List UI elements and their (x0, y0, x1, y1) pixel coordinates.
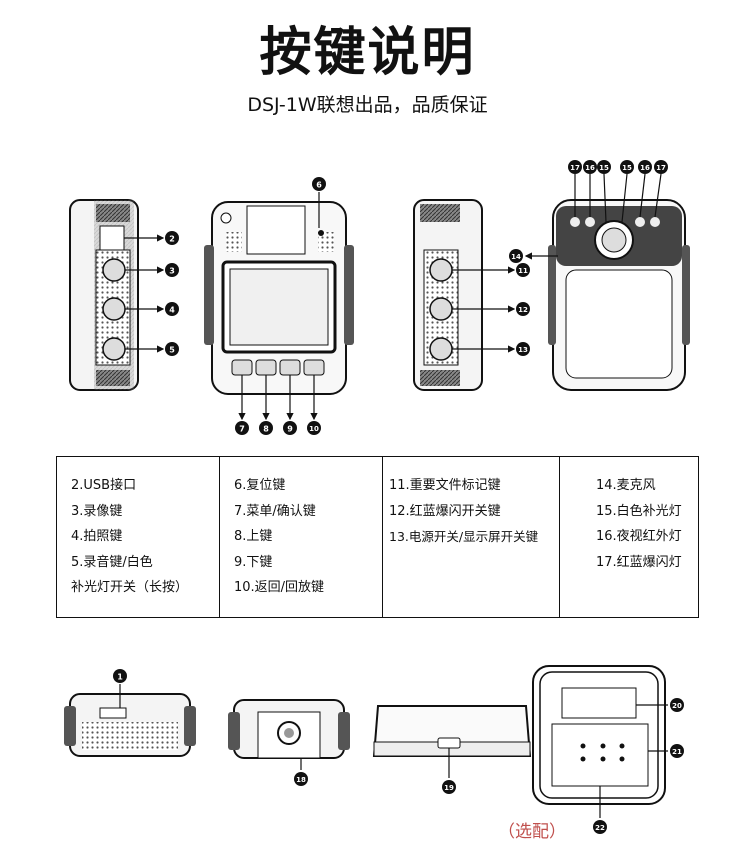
svg-text:3: 3 (169, 267, 175, 276)
svg-text:17: 17 (656, 164, 666, 172)
legend-item: 7.菜单/确认键 (234, 503, 316, 519)
callout-badge: 4 (165, 302, 179, 316)
legend-item: 16.夜视红外灯 (596, 529, 682, 544)
callout-badge: 6 (312, 177, 326, 191)
leader-lines-top (124, 173, 662, 421)
callout-badge: 1 (113, 669, 127, 683)
side-view-right (413, 199, 483, 391)
callout-badge: 16 (583, 160, 597, 174)
callout-badge: 15 (597, 160, 611, 174)
svg-text:8: 8 (263, 425, 269, 434)
legend-column-3: 11.重要文件标记键 12.红蓝爆闪开关键 13.电源开关/显示屏开关键 (382, 456, 560, 618)
callout-badge: 14 (509, 249, 523, 263)
callout-badges: 2 3 4 5 6 7 8 9 10 11 12 13 14 15 15 16 … (113, 160, 684, 834)
svg-text:4: 4 (169, 306, 175, 315)
svg-text:5: 5 (169, 346, 175, 355)
legend-item: 15.白色补光灯 (596, 503, 682, 519)
page-title: 按键说明 (259, 23, 476, 83)
svg-text:1: 1 (117, 673, 123, 682)
charging-dock-top (532, 665, 668, 818)
svg-text:22: 22 (595, 824, 605, 832)
legend-item: 5.录音键/白色 (71, 554, 153, 570)
front-view (204, 201, 354, 395)
callout-badge: 2 (165, 231, 179, 245)
charging-dock-front (372, 705, 532, 778)
svg-text:21: 21 (672, 748, 682, 756)
legend-column-4: 14.麦克风 15.白色补光灯 16.夜视红外灯 17.红蓝爆闪灯 (559, 456, 699, 618)
legend-item: 10.返回/回放键 (234, 580, 325, 595)
callout-badge: 19 (442, 780, 456, 794)
svg-text:11: 11 (518, 267, 528, 275)
callout-badge: 12 (516, 302, 530, 316)
legend-item: 17.红蓝爆闪灯 (596, 554, 682, 570)
optional-note: （选配） (498, 822, 566, 842)
legend-item: 14.麦克风 (596, 478, 656, 493)
callout-badge: 8 (259, 421, 273, 435)
top-view (228, 699, 350, 770)
callout-badge: 11 (516, 263, 530, 277)
callout-badge: 16 (638, 160, 652, 174)
callout-badge: 9 (283, 421, 297, 435)
callout-badge: 15 (620, 160, 634, 174)
svg-text:9: 9 (287, 425, 293, 434)
legend-item: 4.拍照键 (71, 529, 123, 544)
legend-item: 9.下键 (234, 554, 273, 570)
svg-text:14: 14 (511, 253, 521, 261)
callout-badge: 10 (307, 421, 321, 435)
legend-item: 2.USB接口 (71, 478, 137, 493)
legend-item: 13.电源开关/显示屏开关键 (389, 529, 539, 544)
legend-column-1: 2.USB接口 3.录像键 4.拍照键 5.录音键/白色 补光灯开关（长按） (57, 457, 220, 618)
svg-text:13: 13 (518, 346, 528, 354)
page-subtitle: DSJ-1W联想出品，品质保证 (247, 94, 488, 116)
svg-text:18: 18 (296, 776, 306, 784)
side-view-left (69, 199, 139, 391)
svg-text:12: 12 (518, 306, 528, 314)
callout-badge: 13 (516, 342, 530, 356)
svg-text:15: 15 (622, 164, 632, 172)
legend-item: 补光灯开关（长按） (71, 580, 189, 595)
callout-badge: 18 (294, 772, 308, 786)
callout-badge: 3 (165, 263, 179, 277)
legend-item: 3.录像键 (71, 503, 123, 519)
svg-text:10: 10 (309, 425, 319, 433)
svg-text:16: 16 (640, 164, 650, 172)
bottom-view (64, 684, 196, 757)
legend-item: 11.重要文件标记键 (389, 478, 501, 493)
svg-text:19: 19 (444, 784, 454, 792)
callout-badge: 17 (568, 160, 582, 174)
legend-item: 6.复位键 (234, 478, 286, 493)
callout-badge: 20 (670, 698, 684, 712)
back-view (548, 199, 690, 391)
svg-text:20: 20 (672, 702, 682, 710)
callout-badge: 21 (670, 744, 684, 758)
svg-text:16: 16 (585, 164, 595, 172)
callout-badge: 22 (593, 820, 607, 834)
callout-badge: 5 (165, 342, 179, 356)
legend-table: 2.USB接口 3.录像键 4.拍照键 5.录音键/白色 补光灯开关（长按） 6… (56, 456, 699, 618)
svg-text:17: 17 (570, 164, 580, 172)
svg-text:7: 7 (239, 425, 245, 434)
svg-text:6: 6 (316, 181, 322, 190)
legend-item: 8.上键 (234, 529, 273, 544)
legend-item: 12.红蓝爆闪开关键 (389, 503, 501, 519)
callout-badge: 7 (235, 421, 249, 435)
svg-text:2: 2 (169, 235, 175, 244)
callout-badge: 17 (654, 160, 668, 174)
legend-column-2: 6.复位键 7.菜单/确认键 8.上键 9.下键 10.返回/回放键 (219, 456, 383, 618)
svg-text:15: 15 (599, 164, 609, 172)
